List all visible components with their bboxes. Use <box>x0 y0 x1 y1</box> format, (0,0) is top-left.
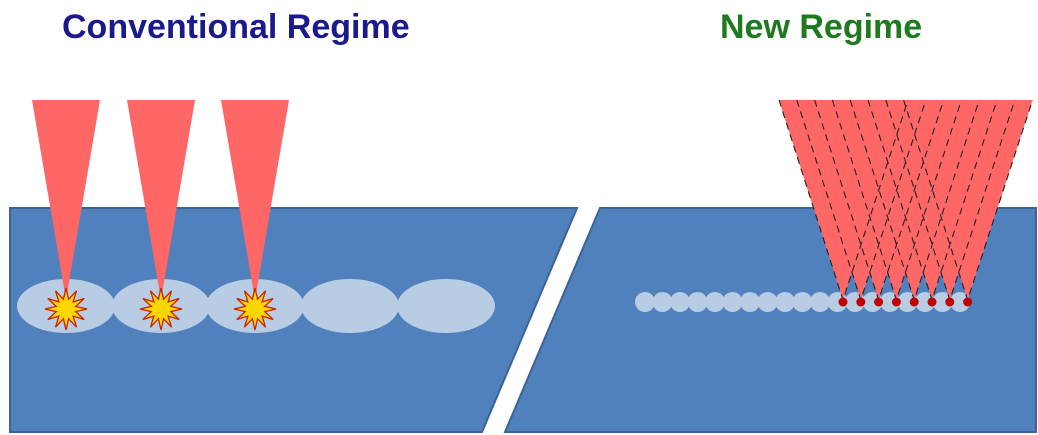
processed-spot-small <box>757 292 778 312</box>
laser-beam <box>221 100 289 300</box>
processed-spot-small <box>687 292 708 312</box>
new-regime-spots-group <box>635 292 970 312</box>
processed-spot-small <box>897 292 918 312</box>
processed-spot-small <box>635 292 655 312</box>
new-regime-title: New Regime <box>720 8 923 46</box>
processed-spot-small <box>810 292 830 312</box>
processed-spot-small <box>705 292 725 312</box>
processed-spot-small <box>932 292 953 312</box>
focus-point-dot <box>945 297 955 307</box>
new-regime-focus-dots-group <box>838 297 973 307</box>
focus-point-dot <box>856 297 866 307</box>
conventional-regime-title: Conventional Regime <box>62 8 410 46</box>
laser-beam <box>127 100 195 300</box>
processed-spot-small <box>670 292 690 312</box>
processed-spot-small <box>792 292 813 312</box>
processed-spot-large <box>397 279 495 333</box>
new-regime-beams-group <box>778 99 1034 302</box>
processed-spot-large <box>301 279 399 333</box>
processed-spot-small <box>950 292 970 312</box>
focus-point-dot <box>891 297 901 307</box>
processed-spot-small <box>722 292 743 312</box>
processed-spot-small <box>652 292 673 312</box>
processed-spot-small <box>775 292 795 312</box>
focus-point-dot <box>927 297 937 307</box>
processed-spot-small <box>915 292 935 312</box>
focus-point-dot <box>838 297 848 307</box>
laser-beam <box>32 100 100 300</box>
processed-spot-small <box>740 292 760 312</box>
explosion-icon <box>233 287 277 331</box>
focus-point-dot <box>909 297 919 307</box>
focus-point-dot <box>874 297 884 307</box>
conventional-sparks-group <box>44 287 277 331</box>
explosion-icon <box>139 287 183 331</box>
focus-point-dot <box>963 297 973 307</box>
explosion-icon <box>44 287 88 331</box>
conventional-beams-group <box>32 100 289 300</box>
laser-beam-focused <box>903 100 1033 300</box>
